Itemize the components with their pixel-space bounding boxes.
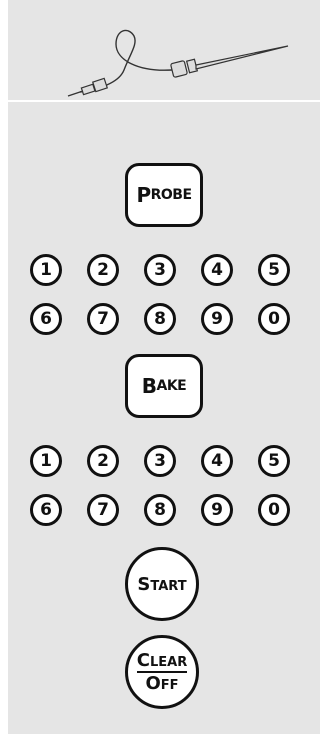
off-label: OFF — [145, 673, 178, 693]
probe-key-7[interactable]: 7 — [87, 303, 119, 335]
bake-key-6[interactable]: 6 — [30, 494, 62, 526]
bake-key-3[interactable]: 3 — [144, 445, 176, 477]
bake-label-rest: AKE — [157, 378, 187, 394]
bake-key-1[interactable]: 1 — [30, 445, 62, 477]
bake-key-4[interactable]: 4 — [201, 445, 233, 477]
probe-key-9[interactable]: 9 — [201, 303, 233, 335]
probe-label-rest: ROBE — [151, 187, 192, 203]
probe-key-6[interactable]: 6 — [30, 303, 62, 335]
clear-label-rest: LEAR — [150, 655, 187, 670]
start-button[interactable]: START — [125, 547, 199, 621]
bake-key-9[interactable]: 9 — [201, 494, 233, 526]
probe-key-5[interactable]: 5 — [258, 254, 290, 286]
bake-key-8[interactable]: 8 — [144, 494, 176, 526]
probe-key-4[interactable]: 4 — [201, 254, 233, 286]
meat-probe-icon — [8, 0, 320, 100]
bake-key-0[interactable]: 0 — [258, 494, 290, 526]
probe-key-0[interactable]: 0 — [258, 303, 290, 335]
start-label-cap: S — [137, 574, 150, 595]
divider — [8, 100, 320, 102]
bake-label-cap: B — [142, 374, 157, 398]
off-label-cap: O — [145, 673, 160, 694]
start-label-rest: TART — [150, 579, 186, 594]
probe-key-1[interactable]: 1 — [30, 254, 62, 286]
probe-key-3[interactable]: 3 — [144, 254, 176, 286]
clear-label: CLEAR — [137, 652, 187, 673]
bake-key-2[interactable]: 2 — [87, 445, 119, 477]
bake-key-5[interactable]: 5 — [258, 445, 290, 477]
probe-label-cap: P — [136, 183, 150, 207]
bake-key-7[interactable]: 7 — [87, 494, 119, 526]
clear-off-button[interactable]: CLEAR OFF — [125, 635, 199, 709]
probe-illustration — [8, 0, 320, 100]
probe-key-8[interactable]: 8 — [144, 303, 176, 335]
off-label-rest: FF — [161, 678, 179, 693]
clear-label-cap: C — [137, 650, 150, 671]
probe-key-2[interactable]: 2 — [87, 254, 119, 286]
